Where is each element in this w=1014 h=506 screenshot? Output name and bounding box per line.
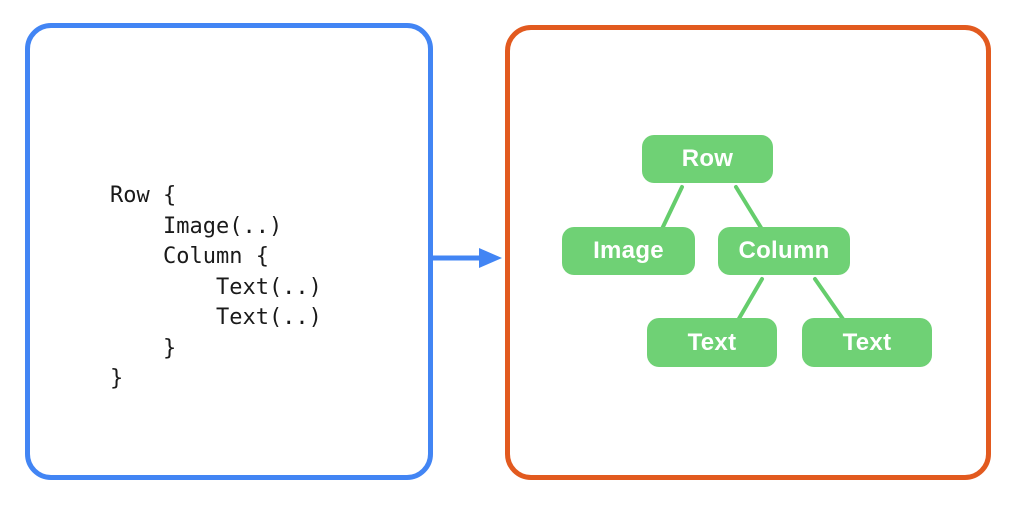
tree-node-column: Column (718, 227, 850, 275)
tree-panel: Row Image Column Text Text (505, 25, 991, 480)
tree-node-text-1: Text (647, 318, 777, 367)
code-line: Text(..) (110, 305, 322, 330)
code-line: Image(..) (110, 213, 283, 239)
tree-node-row: Row (642, 135, 773, 183)
edge-row-image (659, 185, 684, 233)
arrow-right-icon (431, 248, 502, 268)
tree-node-label: Text (687, 328, 737, 356)
edge-column-text1 (735, 277, 764, 324)
tree-edges (659, 185, 847, 324)
code-line: } (110, 335, 177, 361)
code-line: Row { (110, 183, 177, 208)
edge-column-text2 (813, 277, 847, 324)
code-block: Row { Image(..) Column { Text(..) Text(.… (110, 181, 322, 395)
tree-node-label: Image (593, 237, 664, 264)
tree-node-image: Image (562, 227, 695, 275)
code-line: Column { (110, 244, 269, 269)
tree-node-label: Row (681, 145, 734, 172)
code-line: Text(..) (110, 274, 322, 300)
tree-node-label: Text (842, 328, 892, 356)
tree-node-label: Column (738, 237, 830, 264)
code-panel: Row { Image(..) Column { Text(..) Text(.… (25, 23, 433, 480)
tree-node-text-2: Text (802, 318, 932, 367)
edge-row-column (734, 185, 765, 233)
code-line: } (110, 366, 124, 391)
